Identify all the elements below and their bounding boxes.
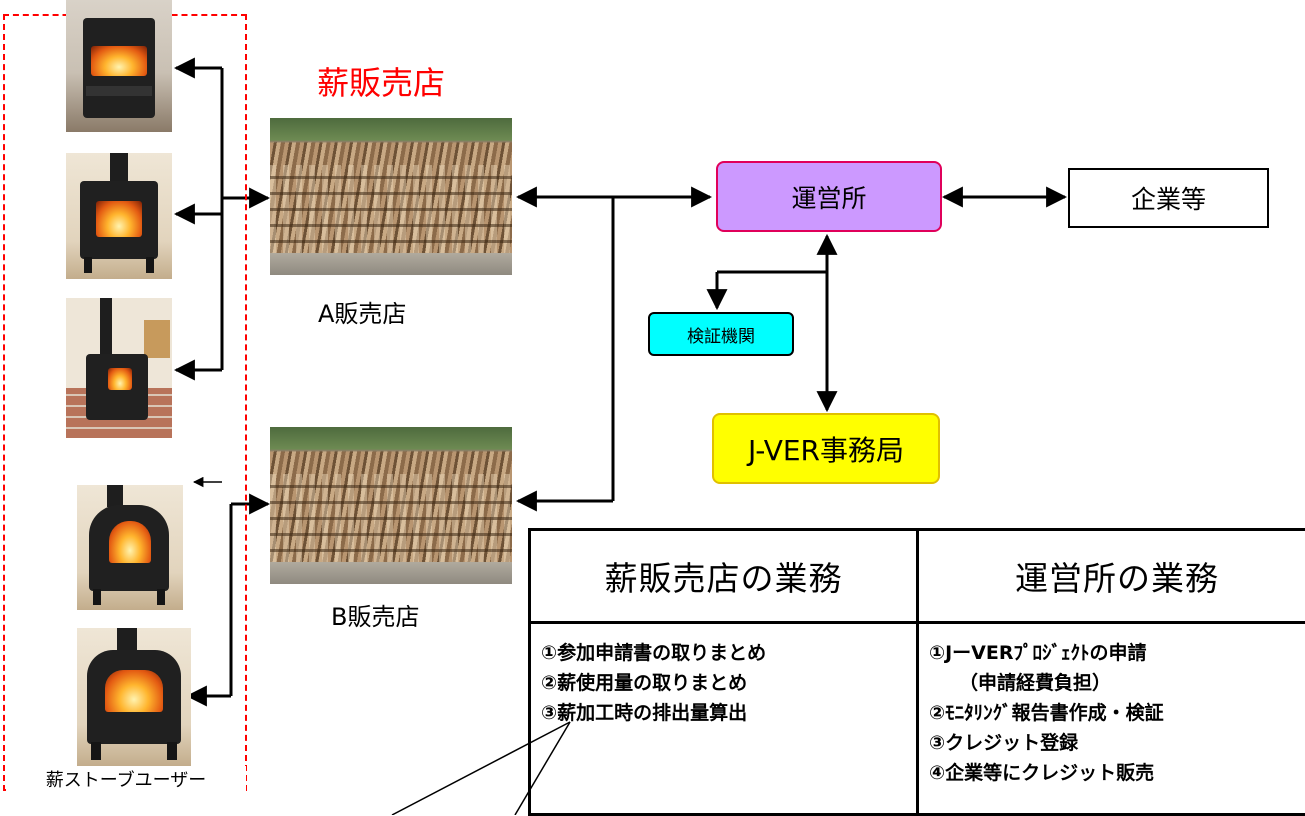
wood-stove-photo-5 bbox=[77, 628, 191, 766]
office-duty-item: ③クレジット登録 bbox=[929, 728, 1305, 758]
dealer-duties-cell: ①参加申請書の取りまとめ ②薪使用量の取りまとめ ③薪加工時の排出量算出 bbox=[530, 623, 918, 815]
shop-b-label: B販売店 bbox=[331, 597, 419, 632]
office-duties-header: 運営所の業務 bbox=[918, 530, 1305, 623]
jver-secretariat-label: J-VER事務局 bbox=[748, 429, 904, 469]
wood-stove-photo-4 bbox=[77, 485, 183, 610]
duties-table: 薪販売店の業務 運営所の業務 ①参加申請書の取りまとめ ②薪使用量の取りまとめ … bbox=[528, 528, 1305, 816]
dealer-duty-item: ①参加申請書の取りまとめ bbox=[541, 638, 916, 668]
office-duty-item: （申請経費負担） bbox=[929, 668, 1305, 698]
verification-body-box: 検証機関 bbox=[648, 312, 794, 356]
shop-b-firewood-photo bbox=[270, 427, 512, 584]
operating-office-label: 運営所 bbox=[791, 179, 866, 215]
verification-body-label: 検証機関 bbox=[687, 322, 755, 347]
office-duty-item: ①JーVERﾌﾟﾛｼﾞｪｸﾄの申請 bbox=[929, 638, 1305, 668]
wood-stove-photo-1 bbox=[66, 0, 172, 132]
companies-box: 企業等 bbox=[1068, 168, 1269, 228]
shop-a-firewood-photo bbox=[270, 118, 512, 275]
companies-label: 企業等 bbox=[1131, 180, 1206, 216]
shop-a-label: A販売店 bbox=[318, 294, 406, 329]
stove-users-caption: 薪ストーブユーザー bbox=[6, 766, 246, 792]
operating-office-box: 運営所 bbox=[716, 161, 942, 232]
wood-stove-photo-3 bbox=[66, 298, 172, 438]
dealer-heading: 薪販売店 bbox=[317, 58, 445, 104]
wood-stove-photo-2 bbox=[66, 153, 172, 279]
office-duties-cell: ①JーVERﾌﾟﾛｼﾞｪｸﾄの申請 （申請経費負担） ②ﾓﾆﾀﾘﾝｸﾞ報告書作成… bbox=[918, 623, 1305, 815]
dealer-duty-item: ②薪使用量の取りまとめ bbox=[541, 668, 916, 698]
jver-secretariat-box: J-VER事務局 bbox=[712, 413, 940, 484]
office-duty-item: ②ﾓﾆﾀﾘﾝｸﾞ報告書作成・検証 bbox=[929, 698, 1305, 728]
office-duty-item: ④企業等にクレジット販売 bbox=[929, 758, 1305, 788]
dealer-duties-header: 薪販売店の業務 bbox=[530, 530, 918, 623]
dealer-duty-item: ③薪加工時の排出量算出 bbox=[541, 698, 916, 728]
